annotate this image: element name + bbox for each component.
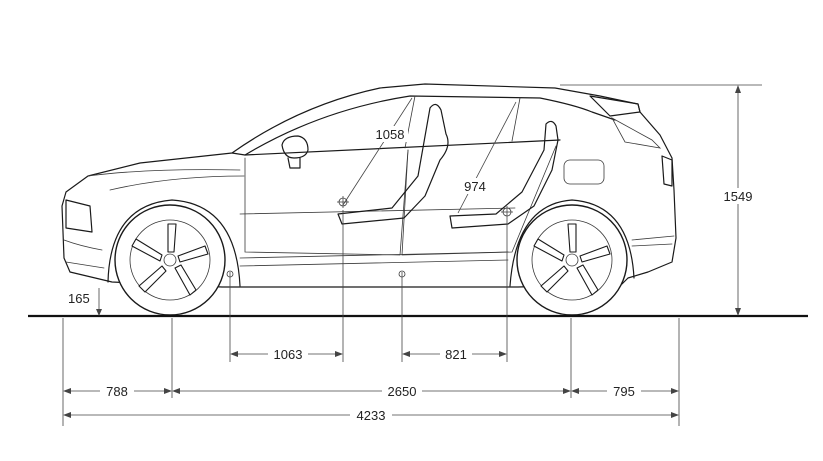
car-window-bottom <box>244 139 561 156</box>
headroom-rear-label: 974 <box>464 179 486 194</box>
overall-length-dimension: 4233 <box>63 407 679 423</box>
car-front-seat <box>337 103 449 225</box>
legroom-rear-label: 821 <box>445 347 467 362</box>
car-side-sill <box>239 251 509 259</box>
car-rear-spoiler <box>589 95 641 117</box>
car-hood-line <box>87 169 241 177</box>
car-rear-seat <box>449 120 559 229</box>
car-rear-bumper <box>631 235 675 247</box>
headroom-front-label: 1058 <box>376 127 405 142</box>
front-overhang-dimension: 788 <box>63 383 172 399</box>
car-hood-crease <box>109 175 245 191</box>
extension-lines <box>62 210 680 426</box>
front-wheel <box>114 204 226 316</box>
height-dimension: 1549 <box>560 84 762 316</box>
height-label: 1549 <box>724 189 753 204</box>
rear-overhang-dimension: 795 <box>571 383 679 399</box>
car-side-view <box>61 83 677 288</box>
car-rear-window <box>610 116 662 149</box>
car-tail-light <box>661 155 673 187</box>
car-front-bumper <box>63 239 105 269</box>
ground-clearance-label: 165 <box>68 291 90 306</box>
wheelbase-label: 2650 <box>388 384 417 399</box>
legroom-front-dimension: 1063 <box>230 346 343 362</box>
legroom-front-label: 1063 <box>274 347 303 362</box>
car-side-mirror <box>281 135 309 169</box>
car-front-door <box>244 149 409 256</box>
ground-clearance-dimension: 165 <box>68 288 102 316</box>
car-rear-wheel-arch <box>509 199 635 287</box>
overall-length-label: 4233 <box>357 408 386 423</box>
headroom-rear-dimension: 974 <box>457 101 517 218</box>
wheelbase-dimension: 2650 <box>172 383 571 399</box>
car-body-crease <box>239 207 516 215</box>
rear-overhang-label: 795 <box>613 384 635 399</box>
car-side-sill-lower <box>239 259 509 267</box>
front-overhang-label: 788 <box>106 384 128 399</box>
rear-wheel <box>516 204 628 316</box>
car-headlight <box>65 199 93 233</box>
car-window-line <box>231 95 616 156</box>
car-front-wheel-arch <box>107 199 241 287</box>
headroom-front-dimension: 1058 <box>337 97 413 208</box>
car-charge-flap <box>563 159 605 185</box>
legroom-rear-dimension: 821 <box>402 346 507 362</box>
car-c-pillar <box>511 97 521 142</box>
